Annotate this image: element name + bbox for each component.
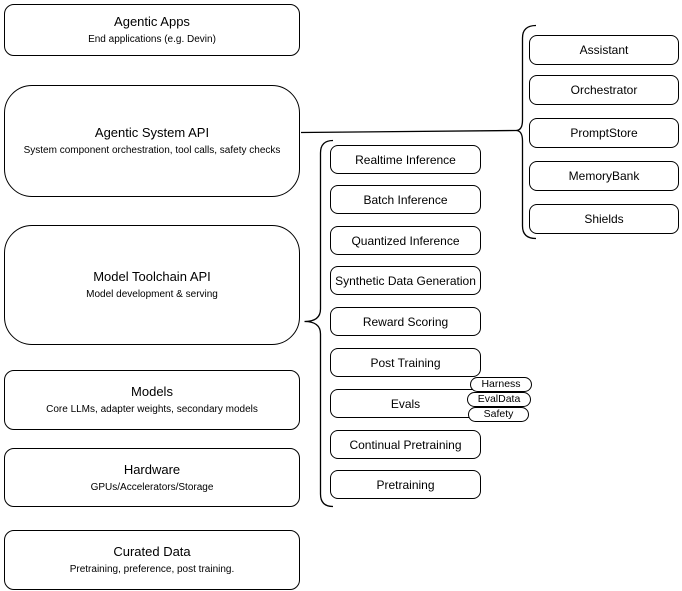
service-label: Post Training xyxy=(370,355,441,370)
box-model-toolchain-api-title: Model Toolchain API xyxy=(93,269,211,284)
box-models-subtitle: Core LLMs, adapter weights, secondary mo… xyxy=(46,404,258,415)
component-label: Orchestrator xyxy=(570,83,638,97)
service-label: Pretraining xyxy=(376,477,435,492)
box-hardware-title: Hardware xyxy=(123,461,181,477)
box-agentic-system-api-title: Agentic System API xyxy=(94,125,210,140)
tag-label: Safety xyxy=(483,408,514,420)
component-box-shields: Shields xyxy=(529,204,679,234)
service-label: Quantized Inference xyxy=(351,233,460,248)
system-api-to-components-connector xyxy=(300,129,517,134)
component-label: Assistant xyxy=(579,43,629,57)
service-label: Reward Scoring xyxy=(362,314,449,329)
component-box-promptstore: PromptStore xyxy=(529,118,679,148)
component-label: PromptStore xyxy=(570,126,638,140)
box-models-title: Models xyxy=(131,384,173,399)
component-box-memorybank: MemoryBank xyxy=(529,161,679,191)
service-label: Realtime Inference xyxy=(355,152,456,167)
component-box-assistant: Assistant xyxy=(529,35,679,65)
box-models: Models Core LLMs, adapter weights, secon… xyxy=(4,370,300,430)
box-agentic-system-api-subtitle: System component orchestration, tool cal… xyxy=(23,145,281,156)
box-agentic-apps: Agentic Apps End applications (e.g. Devi… xyxy=(4,4,300,56)
service-box-post-training: Post Training xyxy=(330,348,481,377)
service-box-synthetic-data-generation: Synthetic Data Generation xyxy=(330,266,481,295)
component-label: MemoryBank xyxy=(568,169,640,183)
box-curated-data-title: Curated Data xyxy=(113,544,191,559)
tag-label: EvalData xyxy=(477,393,521,405)
tag-label: Harness xyxy=(481,378,521,390)
box-model-toolchain-api: Model Toolchain API Model development & … xyxy=(4,225,300,345)
box-agentic-system-api: Agentic System API System component orch… xyxy=(4,85,300,197)
service-box-continual-pretraining: Continual Pretraining xyxy=(330,430,481,459)
tag-pill-evaldata: EvalData xyxy=(467,392,531,407)
box-hardware-subtitle: GPUs/Accelerators/Storage xyxy=(90,481,214,493)
service-label: Batch Inference xyxy=(363,192,448,207)
service-box-realtime-inference: Realtime Inference xyxy=(330,145,481,174)
component-label: Shields xyxy=(584,212,624,226)
tag-pill-harness: Harness xyxy=(470,377,532,392)
box-model-toolchain-api-subtitle: Model development & serving xyxy=(86,289,218,300)
service-box-batch-inference: Batch Inference xyxy=(330,185,481,214)
box-curated-data: Curated Data Pretraining, preference, po… xyxy=(4,530,300,590)
box-agentic-apps-title: Agentic Apps xyxy=(114,14,190,29)
box-curated-data-subtitle: Pretraining, preference, post training. xyxy=(69,564,235,575)
toolchain-group-brace xyxy=(304,139,334,508)
service-box-reward-scoring: Reward Scoring xyxy=(330,307,481,336)
tag-pill-safety: Safety xyxy=(468,407,529,422)
service-box-pretraining: Pretraining xyxy=(330,470,481,499)
box-agentic-apps-subtitle: End applications (e.g. Devin) xyxy=(88,34,216,45)
service-label: Evals xyxy=(390,396,421,411)
service-box-quantized-inference: Quantized Inference xyxy=(330,226,481,255)
box-hardware: Hardware GPUs/Accelerators/Storage xyxy=(4,448,300,507)
service-label: Continual Pretraining xyxy=(349,437,462,452)
service-box-evals: Evals xyxy=(330,389,481,418)
service-label: Synthetic Data Generation xyxy=(335,273,476,288)
component-box-orchestrator: Orchestrator xyxy=(529,75,679,105)
